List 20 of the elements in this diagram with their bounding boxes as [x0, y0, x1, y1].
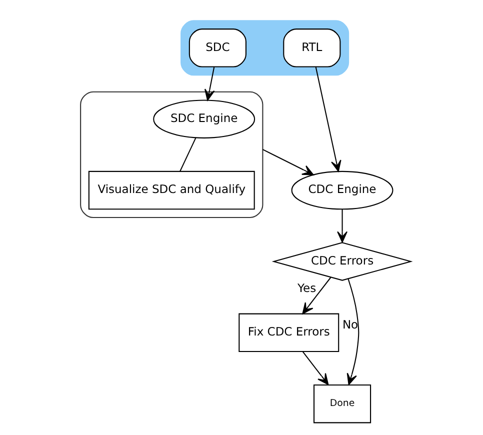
- node-box: Fix CDC Errors: [238, 313, 340, 352]
- arrow: [262, 148, 314, 176]
- edge-label: Yes: [298, 281, 316, 296]
- cluster: [180, 20, 350, 76]
- cluster: [80, 91, 264, 218]
- connector: [180, 138, 196, 172]
- arrow: [337, 209, 348, 243]
- arrow: [302, 352, 329, 386]
- node-box: Done: [313, 384, 372, 424]
- arrow: [315, 66, 342, 172]
- node-box: Visualize SDC and Qualify: [88, 170, 255, 210]
- arrow: [204, 67, 215, 101]
- node-box: SDC: [188, 28, 246, 68]
- arrow: [346, 278, 360, 386]
- node-diamond: CDC Errors: [272, 242, 413, 281]
- edge-label: No: [342, 317, 358, 332]
- node-ellipse: SDC Engine: [153, 100, 256, 138]
- node-ellipse: CDC Engine: [291, 170, 394, 210]
- node-box: RTL: [283, 28, 341, 68]
- arrow: [302, 277, 332, 314]
